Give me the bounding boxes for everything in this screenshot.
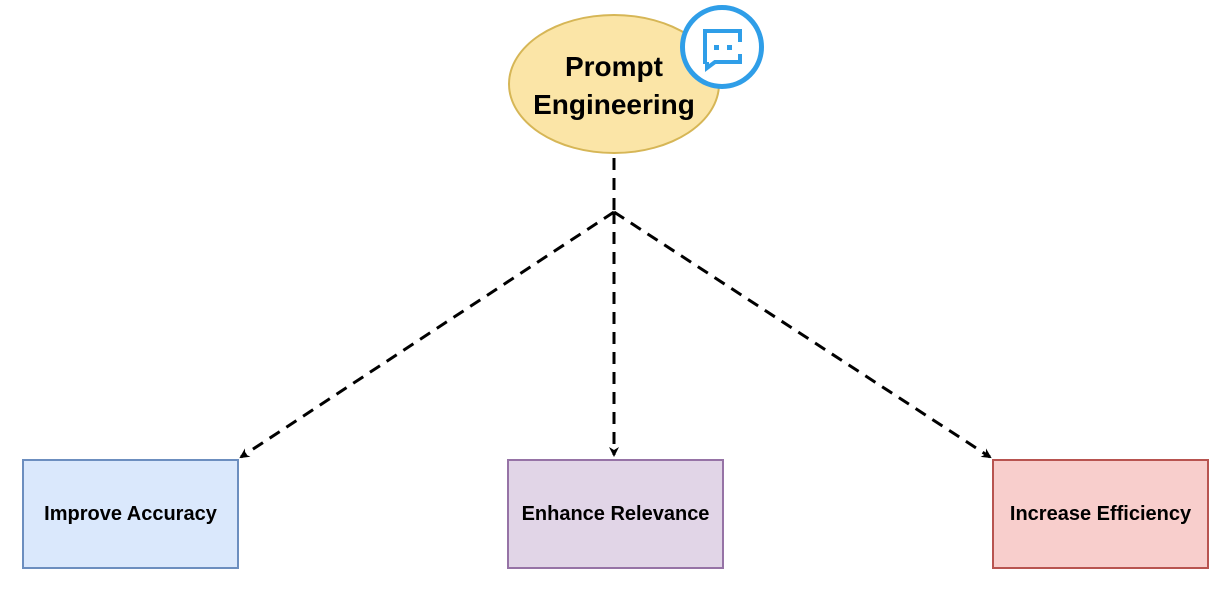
- outcome-label-enhance-relevance: Enhance Relevance: [521, 502, 710, 525]
- outcome-box-increase-efficiency[interactable]: Increase Efficiency: [992, 459, 1209, 569]
- arrow-to-improve-accuracy: [239, 210, 615, 459]
- arrow-to-increase-efficiency: [613, 210, 992, 459]
- outcome-box-improve-accuracy[interactable]: Improve Accuracy: [22, 459, 239, 569]
- outcome-label-increase-efficiency: Increase Efficiency: [1009, 502, 1192, 525]
- outcome-box-enhance-relevance[interactable]: Enhance Relevance: [507, 459, 724, 569]
- chat-bot-icon-glyph: [703, 29, 742, 72]
- outcome-label-improve-accuracy: Improve Accuracy: [44, 502, 217, 525]
- root-node-label: Prompt Engineering: [533, 51, 695, 120]
- chat-bot-icon: [680, 5, 764, 89]
